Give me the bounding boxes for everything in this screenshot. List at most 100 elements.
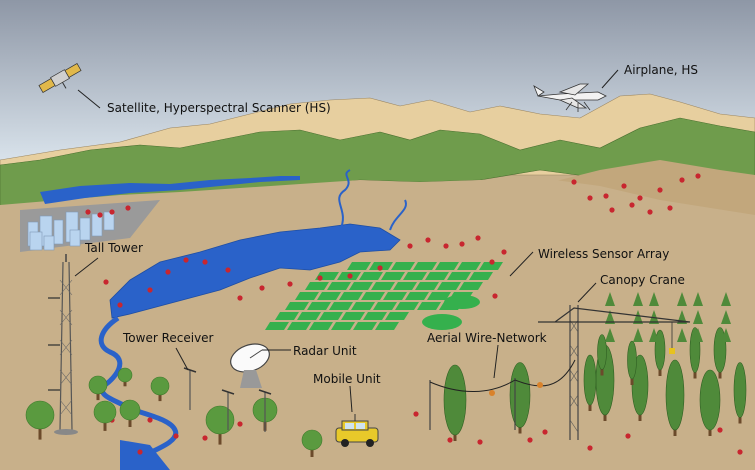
sensor-field-plot bbox=[459, 282, 483, 290]
sensor-node bbox=[347, 273, 353, 279]
sensor-field-plot bbox=[305, 282, 329, 290]
tree-trunk bbox=[658, 366, 662, 376]
sensor-node bbox=[173, 433, 179, 439]
tree-trunk bbox=[708, 426, 712, 436]
sensor-field-plot bbox=[437, 282, 461, 290]
sensor-node bbox=[85, 209, 91, 215]
ground bbox=[0, 178, 755, 470]
sensor-node bbox=[542, 429, 548, 435]
small-conifer bbox=[633, 310, 643, 324]
sensor-field-plot bbox=[417, 302, 441, 310]
sensor-field-plot bbox=[381, 272, 405, 280]
canopy-crane bbox=[538, 305, 691, 440]
sensor-node bbox=[237, 421, 243, 427]
radar-unit bbox=[230, 343, 270, 388]
sensor-field-plot bbox=[405, 292, 429, 300]
wireless-sensor-array-label: Wireless Sensor Array bbox=[538, 247, 669, 261]
sensor-field-plot bbox=[447, 272, 471, 280]
small-conifer bbox=[649, 328, 659, 342]
small-conifer bbox=[633, 292, 643, 306]
small-conifer bbox=[677, 328, 687, 342]
sensor-node bbox=[717, 427, 723, 433]
sensor-field-plot bbox=[319, 312, 343, 320]
sensor-field-plot bbox=[359, 272, 383, 280]
trees bbox=[25, 292, 747, 457]
stream bbox=[389, 199, 407, 231]
sensor-node bbox=[103, 279, 109, 285]
sensor-node bbox=[489, 259, 495, 265]
sensor-field-plot bbox=[265, 322, 289, 330]
river-mouth bbox=[120, 440, 170, 470]
tower-receiver-label: Tower Receiver bbox=[122, 331, 214, 345]
sensor-field-plot bbox=[469, 272, 493, 280]
sensor-field-plot bbox=[363, 312, 387, 320]
sensor-field-plot bbox=[295, 292, 319, 300]
sensor-field-plot bbox=[413, 262, 437, 270]
tree bbox=[205, 405, 235, 435]
tree-trunk bbox=[38, 427, 42, 440]
sensor-node bbox=[657, 187, 663, 193]
sensor-node bbox=[647, 209, 653, 215]
sensor-node bbox=[147, 287, 153, 293]
conifer-tree bbox=[443, 364, 467, 436]
conifer-tree bbox=[583, 354, 597, 406]
sensor-node bbox=[183, 257, 189, 263]
conifer-tree bbox=[733, 362, 747, 418]
sensor-node bbox=[637, 195, 643, 201]
tree-trunk bbox=[693, 368, 697, 379]
tree bbox=[25, 400, 55, 430]
building bbox=[53, 219, 64, 245]
tree bbox=[301, 429, 323, 451]
tree-trunk bbox=[518, 423, 522, 434]
tree-trunk bbox=[738, 413, 742, 424]
sensor-node bbox=[287, 281, 293, 287]
sensor-field-plot bbox=[349, 282, 373, 290]
sensor-field-plot bbox=[285, 302, 309, 310]
tree bbox=[117, 367, 133, 383]
sensor-field-plot bbox=[415, 282, 439, 290]
radar-unit-label: Radar Unit bbox=[293, 344, 357, 358]
tall-tower-label: Tall Tower bbox=[84, 241, 143, 255]
sensor-field-plot bbox=[385, 312, 409, 320]
sensor-node bbox=[125, 205, 131, 211]
mobile-unit-label: Mobile Unit bbox=[313, 372, 381, 386]
sensor-field-plot bbox=[347, 262, 371, 270]
sensor-field-plot bbox=[375, 322, 399, 330]
conifer-tree bbox=[699, 369, 721, 431]
small-conifer bbox=[693, 292, 703, 306]
sensor-field-plot bbox=[393, 282, 417, 290]
tree bbox=[93, 400, 117, 424]
small-conifer bbox=[693, 310, 703, 324]
tree bbox=[88, 375, 108, 395]
tree-trunk bbox=[638, 411, 642, 421]
sensor-node bbox=[527, 437, 533, 443]
sensor-node bbox=[477, 439, 483, 445]
sensor-field-plot bbox=[361, 292, 385, 300]
sensor-field-plot bbox=[422, 314, 462, 330]
sensor-node bbox=[475, 235, 481, 241]
sensor-node bbox=[459, 241, 465, 247]
sensor-field-plot bbox=[331, 322, 355, 330]
sensor-field-plot bbox=[329, 302, 353, 310]
tree-trunk bbox=[123, 380, 127, 387]
sensor-field-plot bbox=[427, 292, 451, 300]
sensor-field-plot bbox=[373, 302, 397, 310]
sensor-node bbox=[407, 243, 413, 249]
satellite-label: Satellite, Hyperspectral Scanner (HS) bbox=[107, 101, 331, 115]
tower-receiver bbox=[183, 367, 272, 432]
sensor-field-plot bbox=[403, 272, 427, 280]
tall-tower bbox=[48, 254, 78, 435]
small-conifer bbox=[605, 292, 615, 306]
lake bbox=[109, 223, 401, 319]
sensor-field-plot bbox=[425, 272, 449, 280]
sensor-node bbox=[225, 267, 231, 273]
tree-trunk bbox=[218, 432, 222, 445]
sensor-node bbox=[443, 243, 449, 249]
sensor-node bbox=[202, 435, 208, 441]
sensor-field-plot bbox=[353, 322, 377, 330]
sensor-node bbox=[737, 449, 743, 455]
small-conifer bbox=[721, 310, 731, 324]
tree-trunk bbox=[158, 393, 162, 402]
sensor-node bbox=[492, 293, 498, 299]
tree-trunk bbox=[630, 375, 634, 385]
